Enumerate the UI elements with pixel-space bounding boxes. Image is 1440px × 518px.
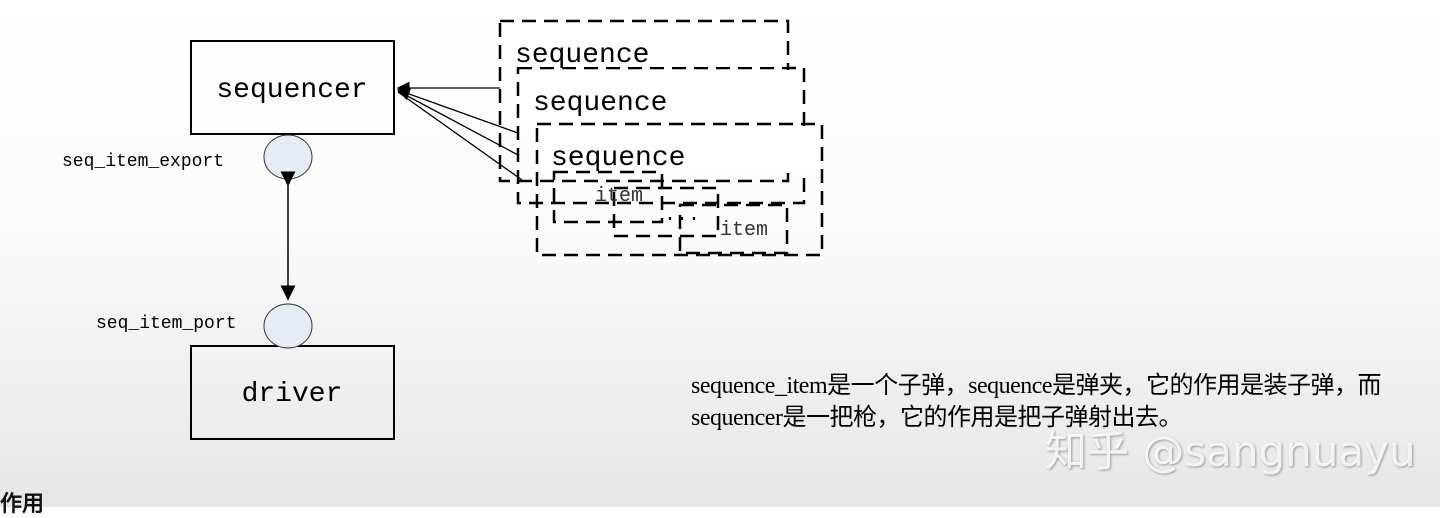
item-label-2: item (720, 219, 768, 242)
driver-label: driver (242, 379, 343, 410)
export-label: seq_item_export (62, 152, 224, 172)
ellipsis-label: ... (664, 204, 700, 227)
port-label: seq_item_port (96, 314, 236, 334)
watermark: 知乎 @sangnuayu (1045, 427, 1416, 476)
caption-text: sequence_item是一个子弹，sequence是弹夹，它的作用是装子弹，… (691, 373, 1382, 431)
sequencer-box (190, 40, 395, 135)
seq-item-port (263, 303, 313, 349)
seq-item-export-port (263, 134, 313, 180)
sequence-label-2: sequence (533, 88, 667, 119)
sequence-arrows (396, 81, 523, 181)
sequencer-label: sequencer (216, 75, 367, 106)
uvm-sequencer-diagram: sequencer driver seq_item_export seq_ite… (62, 19, 824, 440)
sequence-box-3 (535, 122, 824, 257)
sequence-box-1 (498, 19, 790, 183)
item-box-1 (552, 170, 664, 224)
item-box-2 (678, 203, 789, 255)
sequence-label-1: sequence (515, 40, 649, 71)
sequence-label-3: sequence (551, 143, 685, 174)
item-box-middle (612, 186, 720, 238)
item-label-1: item (595, 185, 643, 208)
section-heading: 作用 (0, 492, 45, 517)
